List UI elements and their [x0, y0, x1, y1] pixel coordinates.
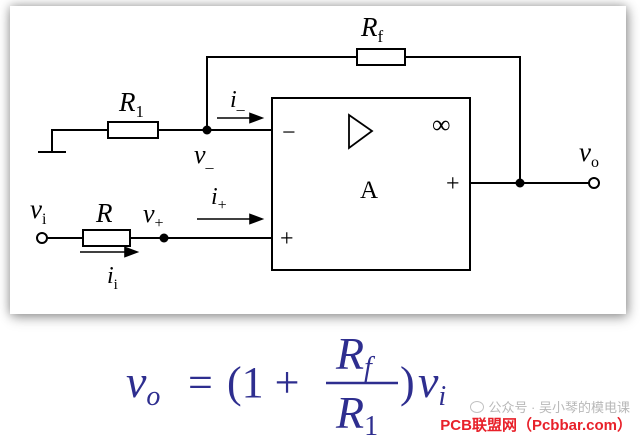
wechat-icon — [470, 400, 485, 413]
formula-equals: = — [188, 358, 213, 407]
label-infinity: ∞ — [432, 110, 451, 139]
gain-formula: vo = (1 + Rf R1 ) vi — [126, 328, 446, 440]
current-arrows — [80, 112, 265, 258]
ground-wire — [51, 129, 108, 152]
label-r1: R1 — [118, 87, 144, 121]
label-v-plus: v+ — [143, 199, 164, 232]
resistor-r1 — [107, 121, 159, 139]
label-inverting-input: − — [282, 120, 296, 146]
formula-close: ) — [400, 358, 415, 407]
arrow-ii-icon — [124, 246, 140, 258]
label-vi: vi — [30, 194, 47, 228]
resistor-r — [82, 229, 131, 247]
wire-feedback-left — [206, 56, 357, 130]
watermark-text: 公众号 · 吴小琴的模电课 — [488, 400, 630, 415]
label-r: R — [95, 198, 113, 228]
resistor-rf — [356, 48, 406, 66]
brand-text: PCB联盟网（Pcbbar.com） — [440, 417, 632, 434]
formula-open: (1 + — [227, 358, 299, 407]
wires — [38, 56, 589, 239]
label-rf: Rf — [360, 12, 384, 46]
label-i-plus: i+ — [211, 184, 227, 214]
watermark: 公众号 · 吴小琴的模电课 — [470, 397, 630, 416]
arrow-i-plus-icon — [249, 213, 265, 225]
label-vo: vo — [579, 137, 599, 171]
terminal-vi — [36, 232, 48, 244]
label-noninverting-input: + — [280, 226, 294, 252]
op-amp-triangle-icon — [348, 113, 374, 150]
label-amp: A — [360, 177, 378, 204]
wire-feedback-right — [405, 56, 521, 183]
node-v-plus — [159, 233, 169, 243]
label-output-plus: + — [446, 171, 460, 197]
label-ii: ii — [107, 263, 118, 293]
node-output — [515, 178, 525, 188]
arrow-i-minus-icon — [249, 112, 265, 124]
terminal-vo — [588, 177, 600, 189]
label-i-minus: i_ — [230, 87, 246, 113]
formula-vi: vi — [418, 356, 446, 412]
op-amp-box — [271, 97, 471, 271]
formula-denominator: R1 — [335, 387, 378, 440]
formula-vo: vo — [126, 356, 160, 412]
formula-numerator: Rf — [335, 328, 375, 383]
node-v-minus — [202, 125, 212, 135]
label-v-minus: v_ — [194, 140, 215, 171]
